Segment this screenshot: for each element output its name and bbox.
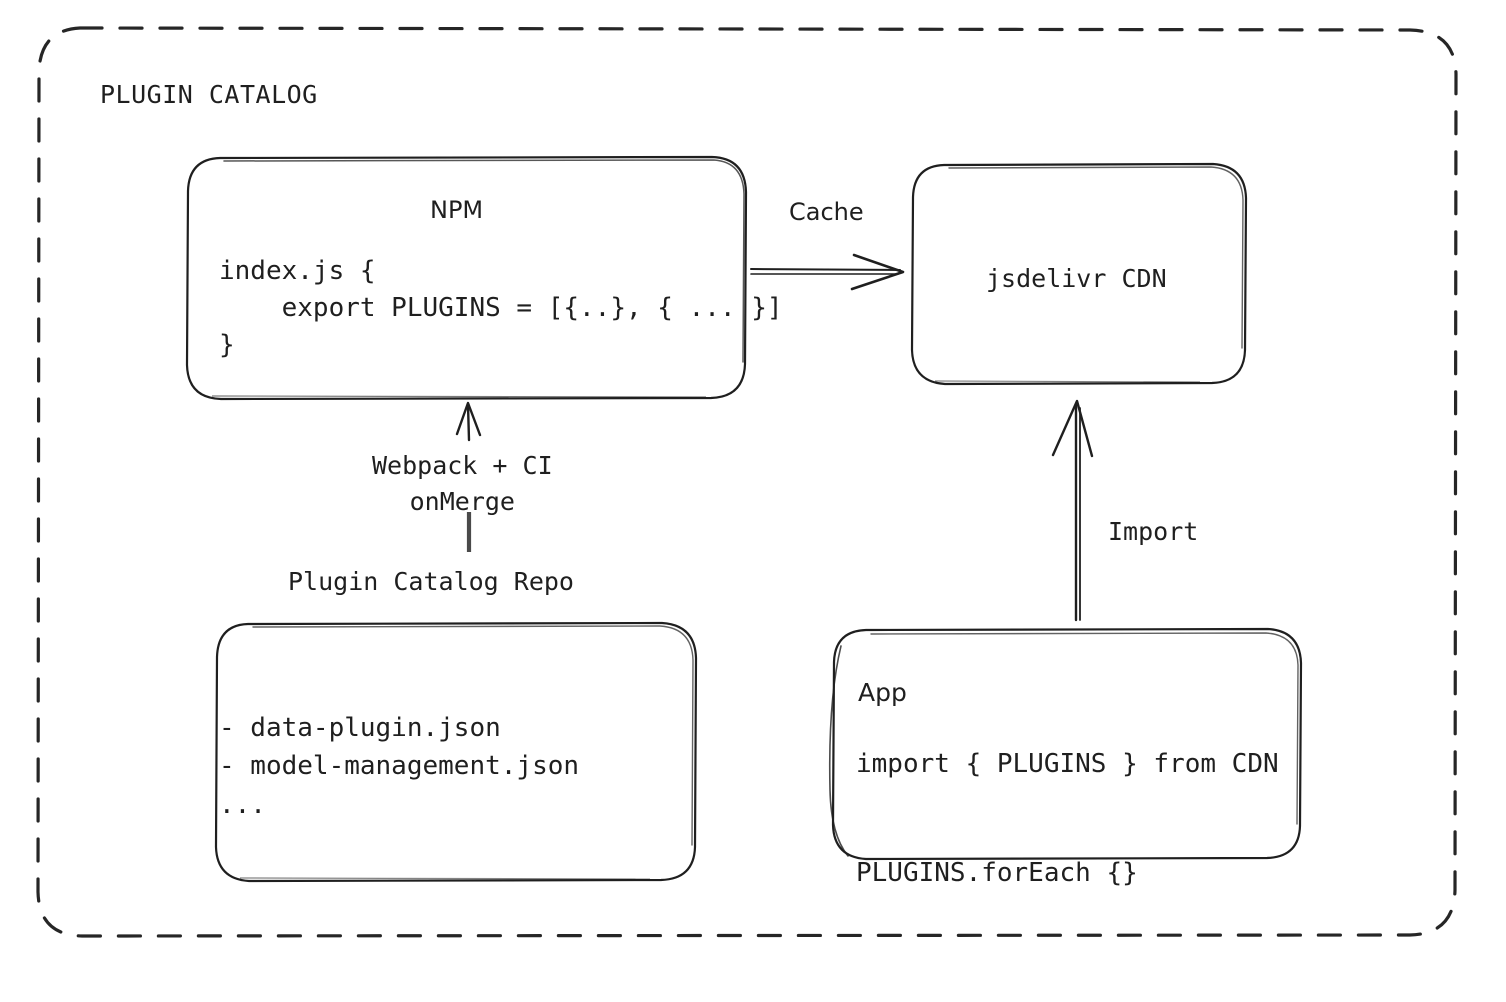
repo-node-label: Plugin Catalog Repo bbox=[288, 567, 574, 596]
plugin-catalog-group-border bbox=[36, 26, 1458, 938]
npm-node-code: index.js { export PLUGINS = [{..}, { ...… bbox=[219, 256, 783, 360]
build-arrow bbox=[455, 401, 482, 552]
import-arrow bbox=[1051, 399, 1094, 622]
repo-node-shape bbox=[214, 621, 698, 883]
cache-arrow bbox=[750, 253, 905, 291]
npm-node-title: NPM bbox=[430, 196, 484, 224]
build-edge-label: Webpack + CI onMerge bbox=[372, 451, 553, 517]
cdn-node-shape bbox=[910, 162, 1248, 386]
cdn-node-title: jsdelivr CDN bbox=[986, 264, 1167, 293]
import-edge-label: Import bbox=[1108, 517, 1199, 546]
cache-edge-label: Cache bbox=[789, 198, 864, 226]
repo-node-file-list: - data-plugin.json - model-management.js… bbox=[219, 713, 580, 820]
npm-node-shape bbox=[185, 155, 748, 401]
page-title: PLUGIN CATALOG bbox=[100, 80, 318, 109]
app-node-title: App bbox=[858, 678, 907, 707]
app-node-code: import { PLUGINS } from CDN PLUGINS.forE… bbox=[856, 749, 1279, 889]
app-node-shape bbox=[828, 627, 1303, 861]
